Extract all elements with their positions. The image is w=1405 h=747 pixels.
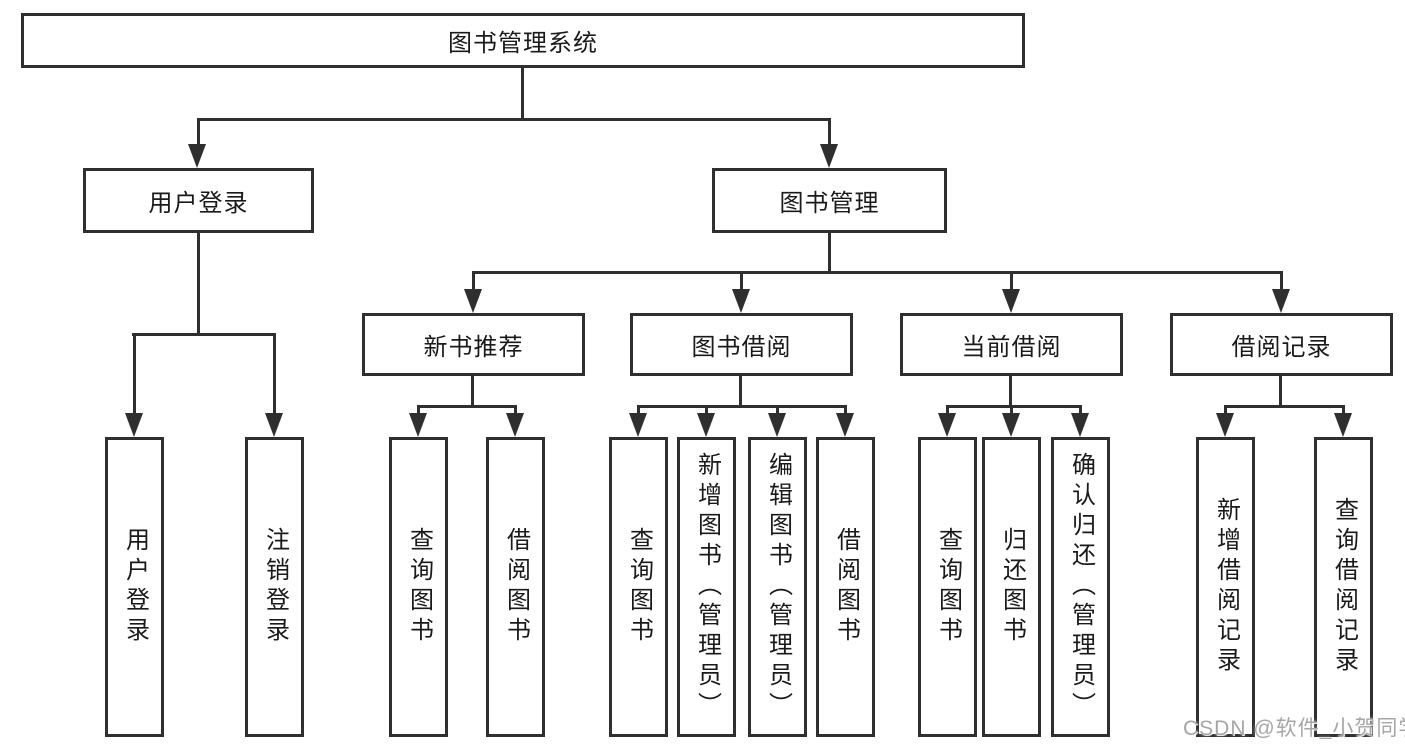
- arrowhead-icon: [1002, 413, 1020, 437]
- connector-drop: [1010, 405, 1013, 415]
- connector-bar-current-borrowing: [946, 405, 1082, 408]
- arrowhead-icon: [1216, 413, 1234, 437]
- arrowhead-icon: [697, 413, 715, 437]
- node-new-book-recommend-label: 新书推荐: [423, 334, 524, 361]
- node-root-system-label: 图书管理系统: [448, 30, 598, 57]
- arrowhead-icon: [938, 413, 956, 437]
- connector-bar-new-book: [417, 405, 517, 408]
- arrowhead-icon: [188, 144, 206, 168]
- leaf-newbook-borrow-books-label: 借阅图书: [502, 527, 530, 647]
- leaf-add-borrow-record-label: 新增借阅记录: [1212, 497, 1240, 677]
- arrowhead-icon: [409, 413, 427, 437]
- connector-stem-new-book: [471, 376, 474, 408]
- connector-stem-current-borrowing: [1009, 376, 1012, 408]
- leaf-current-query-books-label: 查询图书: [934, 527, 962, 647]
- connector-drop: [776, 405, 779, 415]
- connector-stem-book-borrowing: [739, 376, 742, 408]
- leaf-borrow-books: 借阅图书: [816, 437, 875, 737]
- connector-drop: [1079, 405, 1082, 415]
- connector-drop: [273, 333, 276, 415]
- arrowhead-icon: [1071, 413, 1089, 437]
- leaf-borrow-books-label: 借阅图书: [832, 527, 860, 647]
- connector-drop: [1224, 405, 1227, 415]
- node-user-login: 用户登录: [83, 168, 314, 233]
- node-book-borrowing-label: 图书借阅: [691, 334, 792, 361]
- csdn-watermark: CSDN @软件_小贺同学: [1183, 717, 1405, 740]
- connector-drop: [844, 405, 847, 415]
- leaf-add-books-admin-label: 新增图书（管理员）: [693, 452, 721, 722]
- node-new-book-recommend: 新书推荐: [362, 313, 585, 376]
- arrowhead-icon: [265, 413, 283, 437]
- connector-bar-book-borrowing: [637, 405, 847, 408]
- connector-stem-book-management: [828, 233, 831, 274]
- leaf-edit-books-admin: 编辑图书（管理员）: [748, 437, 807, 737]
- node-borrow-records-label: 借阅记录: [1231, 334, 1332, 361]
- arrowhead-icon: [732, 289, 750, 313]
- connector-drop: [740, 271, 743, 291]
- arrowhead-icon: [836, 413, 854, 437]
- leaf-user-login: 用户登录: [105, 437, 164, 737]
- connector-drop: [705, 405, 708, 415]
- leaf-query-borrow-record-label: 查询借阅记录: [1330, 497, 1358, 677]
- connector-stem-user-login: [197, 233, 200, 336]
- connector-stem-root: [521, 68, 524, 121]
- leaf-add-borrow-record: 新增借阅记录: [1196, 437, 1255, 737]
- leaf-borrowing-query-books-label: 查询图书: [625, 527, 653, 647]
- arrowhead-icon: [506, 413, 524, 437]
- connector-bar-book-management: [472, 271, 1283, 274]
- arrowhead-icon: [1334, 413, 1352, 437]
- connector-drop: [472, 271, 475, 291]
- leaf-query-borrow-record: 查询借阅记录: [1314, 437, 1373, 737]
- node-book-borrowing: 图书借阅: [630, 313, 853, 376]
- leaf-edit-books-admin-label: 编辑图书（管理员）: [764, 452, 792, 722]
- arrowhead-icon: [820, 144, 838, 168]
- leaf-return-books: 归还图书: [982, 437, 1041, 737]
- connector-bar-user-login: [132, 333, 276, 336]
- arrowhead-icon: [1002, 289, 1020, 313]
- node-current-borrowing: 当前借阅: [900, 313, 1123, 376]
- node-book-management-label: 图书管理: [779, 190, 880, 217]
- arrowhead-icon: [125, 413, 143, 437]
- leaf-confirm-return-admin: 确认归还（管理员）: [1051, 437, 1110, 737]
- node-book-management: 图书管理: [712, 168, 947, 233]
- connector-drop: [1342, 405, 1345, 415]
- leaf-add-books-admin: 新增图书（管理员）: [677, 437, 736, 737]
- leaf-user-login-label: 用户登录: [121, 527, 149, 647]
- leaf-newbook-borrow-books: 借阅图书: [486, 437, 545, 737]
- leaf-logout: 注销登录: [245, 437, 304, 737]
- connector-drop: [1280, 271, 1283, 291]
- leaf-borrowing-query-books: 查询图书: [609, 437, 668, 737]
- node-user-login-label: 用户登录: [148, 190, 249, 217]
- leaf-newbook-query-books: 查询图书: [389, 437, 448, 737]
- leaf-newbook-query-books-label: 查询图书: [405, 527, 433, 647]
- connector-bar-root: [197, 118, 831, 121]
- leaf-logout-label: 注销登录: [261, 527, 289, 647]
- connector-drop: [637, 405, 640, 415]
- connector-drop: [197, 118, 200, 146]
- connector-drop: [514, 405, 517, 415]
- connector-bar-borrow-records: [1224, 405, 1345, 408]
- node-borrow-records: 借阅记录: [1170, 313, 1393, 376]
- arrowhead-icon: [768, 413, 786, 437]
- arrowhead-icon: [629, 413, 647, 437]
- arrowhead-icon: [1272, 289, 1290, 313]
- connector-stem-borrow-records: [1279, 376, 1282, 408]
- arrowhead-icon: [464, 289, 482, 313]
- leaf-confirm-return-admin-label: 确认归还（管理员）: [1067, 452, 1095, 722]
- leaf-current-query-books: 查询图书: [918, 437, 977, 737]
- connector-drop: [828, 118, 831, 146]
- leaf-return-books-label: 归还图书: [998, 527, 1026, 647]
- connector-drop: [417, 405, 420, 415]
- node-current-borrowing-label: 当前借阅: [961, 334, 1062, 361]
- connector-drop: [1010, 271, 1013, 291]
- connector-drop: [133, 333, 136, 415]
- connector-drop: [946, 405, 949, 415]
- node-root-system: 图书管理系统: [21, 13, 1025, 68]
